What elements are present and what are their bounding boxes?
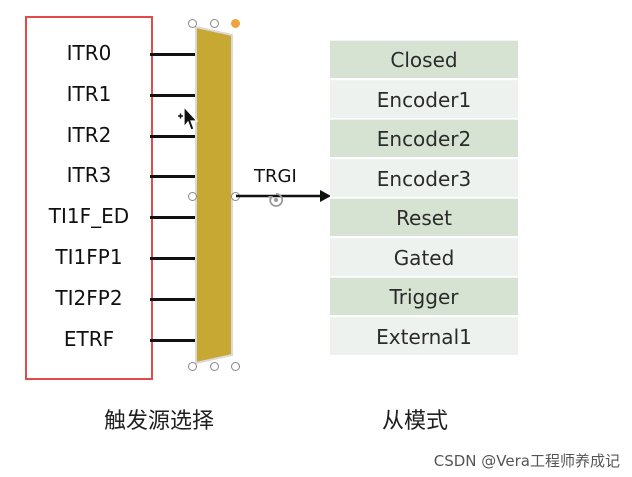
selection-handle-middle-left[interactable]: [188, 192, 197, 201]
input-label-7: ETRF: [63, 326, 115, 351]
input-label-5: TI1FP1: [55, 245, 123, 269]
input-label-3: ITR3: [66, 163, 112, 188]
slave-mode-row-0: Closed: [330, 40, 518, 78]
slave-mode-row-5: Gated: [330, 237, 518, 276]
input-line-1: [150, 93, 196, 97]
input-line-4: [150, 216, 196, 220]
slave-mode-row-1: Encoder1: [330, 79, 518, 118]
slave-mode-row-3: Encoder3: [330, 158, 518, 197]
input-line-0: [150, 53, 196, 56]
selection-handle-bottom-right[interactable]: [231, 362, 240, 371]
trgi-label: TRGI: [254, 166, 297, 187]
right-caption: 从模式: [382, 409, 449, 434]
slave-mode-row-7: External1: [330, 316, 518, 355]
input-label-0: ITR0: [66, 41, 112, 65]
left-caption: 触发源选择: [104, 409, 215, 434]
watermark: CSDN @Vera工程师养成记: [433, 452, 620, 470]
input-line-5: [150, 257, 196, 260]
selection-handle-top-middle[interactable]: [210, 19, 219, 28]
slave-mode-row-2: Encoder2: [330, 119, 518, 157]
selection-handle-top-right[interactable]: [231, 19, 240, 28]
mux-body: [195, 25, 233, 365]
move-cursor-icon: [176, 104, 200, 134]
trgi-arrow: [236, 186, 332, 214]
multiplexer-shape[interactable]: [192, 23, 236, 367]
input-label-2: ITR2: [66, 122, 112, 147]
input-line-7: [150, 338, 196, 342]
slave-mode-row-4: Reset: [330, 198, 518, 236]
input-label-4: TI1F_ED: [48, 204, 130, 229]
selection-handle-bottom-left[interactable]: [188, 362, 197, 371]
input-label-1: ITR1: [66, 81, 112, 106]
multiplexer-svg: [195, 25, 233, 365]
selection-handle-bottom-middle[interactable]: [210, 362, 219, 371]
slave-mode-row-6: Trigger: [330, 277, 518, 315]
input-line-2: [150, 134, 196, 138]
input-label-6: TI2FP2: [55, 285, 123, 310]
trigger-source-selection-box: [25, 16, 153, 380]
input-line-6: [150, 297, 196, 301]
selection-handle-top-left[interactable]: [188, 19, 197, 28]
rotate-handle-icon[interactable]: [266, 190, 286, 210]
input-line-3: [150, 175, 196, 179]
